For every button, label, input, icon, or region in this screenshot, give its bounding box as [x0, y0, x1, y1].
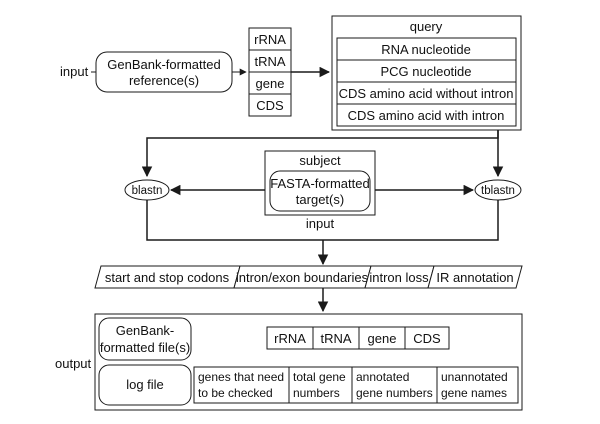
- steps-strip: start and stop codons intron/exon bounda…: [94, 265, 523, 289]
- query-item-cds-with-intron: CDS amino acid with intron: [348, 108, 505, 123]
- target-box: [269, 170, 371, 212]
- log-col-1-line-1: genes that need: [198, 370, 284, 384]
- step-ir-annotation: [427, 265, 523, 289]
- target-line-1: FASTA-formatted: [270, 176, 369, 191]
- output-gene-type-row: rRNA tRNA gene CDS: [266, 326, 450, 350]
- query-box: query RNA nucleotide PCG nucleotide CDS …: [331, 15, 522, 131]
- log-columns-table: genes that need to be checked total gene…: [193, 366, 519, 404]
- log-col-1-line-2: to be checked: [198, 386, 273, 400]
- log-file-label: log file: [126, 377, 164, 392]
- genbank-output-line-1: GenBank-: [116, 323, 175, 338]
- log-col-3-line-1: annotated: [356, 370, 409, 384]
- output-type-rrna: rRNA: [274, 331, 306, 346]
- input-type-rrna: rRNA: [254, 32, 286, 47]
- input-type-gene: gene: [256, 76, 285, 91]
- tblastn-label: tblastn: [481, 185, 515, 197]
- reference-line-2: reference(s): [129, 73, 199, 88]
- step-label-3: intron loss: [369, 270, 429, 285]
- step-label-2: intron/exon boundaries: [236, 270, 369, 285]
- tblastn-node: tblastn: [474, 179, 522, 201]
- log-col-4-line-1: unannotated: [441, 370, 508, 384]
- output-type-cds: CDS: [413, 331, 441, 346]
- query-item-rna-nucleotide: RNA nucleotide: [381, 42, 471, 57]
- log-col-2-line-1: total gene: [293, 370, 346, 384]
- reference-line-1: GenBank-formatted: [107, 57, 220, 72]
- input-gene-type-stack: rRNA tRNA gene CDS: [248, 27, 292, 117]
- subject-box: subject FASTA-formatted target(s): [264, 150, 376, 216]
- step-label-1: start and stop codons: [105, 270, 230, 285]
- subject-title: subject: [299, 153, 341, 168]
- output-type-gene: gene: [368, 331, 397, 346]
- output-type-trna: tRNA: [320, 331, 351, 346]
- query-item-pcg-nucleotide: PCG nucleotide: [380, 64, 471, 79]
- target-line-2: target(s): [296, 192, 344, 207]
- step-label-4: IR annotation: [436, 270, 513, 285]
- input-type-cds: CDS: [256, 98, 284, 113]
- blastn-label: blastn: [132, 185, 163, 197]
- blastn-node: blastn: [124, 179, 170, 201]
- genbank-output-line-2: formatted file(s): [100, 340, 190, 355]
- log-col-3-line-2: gene numbers: [356, 386, 433, 400]
- input-label: input: [60, 64, 89, 79]
- log-col-2-line-2: numbers: [293, 386, 340, 400]
- query-item-cds-without-intron: CDS amino acid without intron: [339, 86, 514, 101]
- log-col-4-line-2: gene names: [441, 386, 507, 400]
- subject-input-label: input: [306, 216, 335, 231]
- genbank-output-box: GenBank- formatted file(s): [98, 317, 192, 361]
- query-title: query: [410, 19, 443, 34]
- input-type-trna: tRNA: [254, 54, 285, 69]
- output-label: output: [55, 356, 92, 371]
- log-file-box: log file: [98, 364, 192, 406]
- reference-box: GenBank-formatted reference(s): [95, 51, 233, 93]
